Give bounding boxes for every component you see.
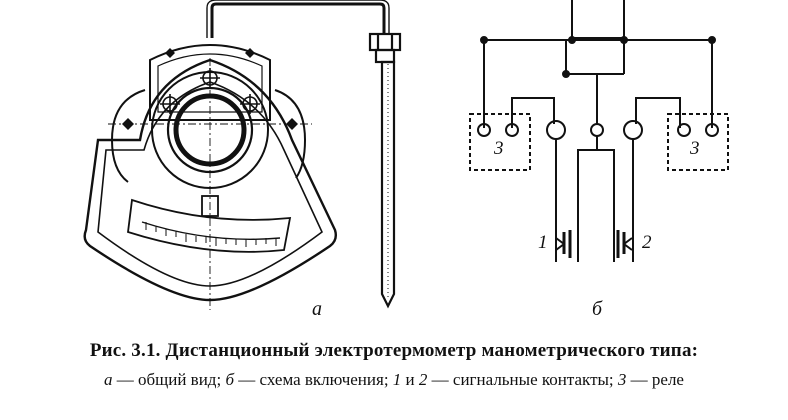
- caption-legend: а — общий вид; б — схема включения; 1 и …: [0, 366, 788, 394]
- signal-contact-2: [616, 230, 633, 258]
- signal-contact-1: [555, 230, 572, 258]
- thermal-bulb: [380, 60, 396, 309]
- caption-key-3: 3: [617, 370, 627, 389]
- pointer-window: [201, 195, 219, 217]
- caption-key-1: 1: [392, 370, 402, 389]
- caption-title: Рис. 3.1. Дистанционный электротермометр…: [89, 340, 699, 361]
- relay-box-right: [667, 113, 729, 171]
- contact-label-1: 1: [538, 232, 548, 253]
- bulb-nut: [368, 32, 402, 52]
- contact-label-2: 2: [642, 232, 652, 253]
- label-view-a: а: [312, 298, 322, 320]
- view-a-general: [83, 0, 402, 310]
- caption-text-and: и: [401, 370, 419, 389]
- caption-key-b: б: [225, 370, 234, 389]
- terminal-left: [546, 120, 566, 140]
- caption-text-a: — общий вид;: [112, 370, 226, 389]
- figure-drawing: [83, 0, 729, 310]
- caption-text-b: — схема включения;: [234, 370, 393, 389]
- caption-text-d: — реле: [626, 370, 684, 389]
- caption-key-2: 2: [418, 370, 428, 389]
- label-view-b: б: [592, 298, 603, 320]
- capillary-tube: [210, 2, 386, 38]
- caption-text-c: — сигнальные контакты;: [427, 370, 618, 389]
- relay-box-left: [469, 113, 531, 171]
- relay-label-right: 3: [690, 138, 700, 159]
- scale-window: [127, 198, 292, 253]
- caption-key-a: а: [104, 370, 113, 389]
- figure-caption: Рис. 3.1. Дистанционный электротермометр…: [0, 336, 788, 394]
- terminal-right: [623, 120, 643, 140]
- terminal-centre: [590, 123, 604, 137]
- view-b-wiring: [469, 0, 729, 262]
- relay-label-left: 3: [494, 138, 504, 159]
